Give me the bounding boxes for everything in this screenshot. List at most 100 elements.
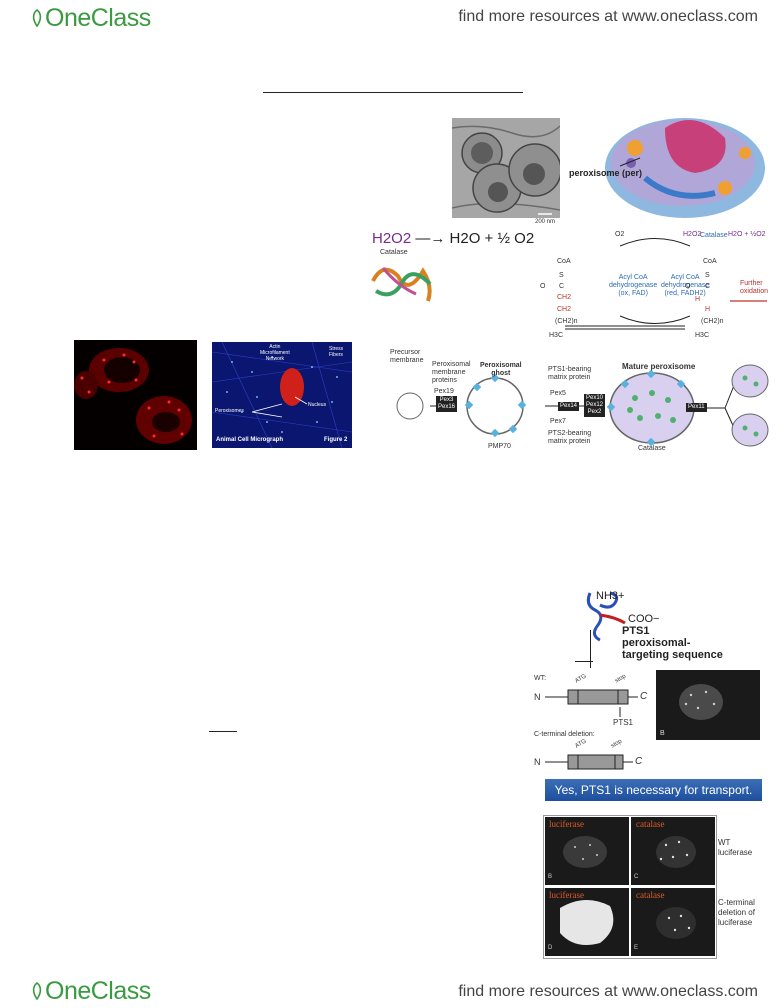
catalase-structure <box>368 256 438 306</box>
wt-stop: stop <box>614 673 628 685</box>
wt-panel-letter: B <box>660 730 665 737</box>
del-luc-line3: luciferase <box>718 918 753 927</box>
s-left: S <box>559 272 564 279</box>
panel-letter-b: B <box>548 874 553 880</box>
pts2-label: PTS2-bearing matrix protein <box>548 430 591 446</box>
panel-wt-catalase <box>631 817 715 885</box>
panel-del-catalase-shape <box>656 907 696 939</box>
pex16-label: Pex16 <box>438 404 456 410</box>
pts2-line1: PTS2-bearing <box>548 430 592 437</box>
panel-del-luciferase-shape <box>560 899 614 946</box>
luciferase-panels: luciferase catalase luciferase catalase … <box>543 815 717 959</box>
fluorescence-image <box>74 340 197 450</box>
del-c: C <box>635 756 643 767</box>
panel-wt-catalase-shape <box>656 836 696 868</box>
pts1-line2: matrix protein <box>548 374 591 381</box>
pex11-box: Pex11 <box>686 403 707 412</box>
panel-wt-luciferase <box>545 817 629 885</box>
pts1-title-line1: PTS1 <box>622 625 650 637</box>
panel-del-luciferase <box>545 888 629 956</box>
catalase-equation: H2O2 —→ H2O + ½ O2 <box>372 230 534 247</box>
enzyme-ox-label: Acyl CoA dehydrogenase (ox, FAD) <box>609 274 657 298</box>
pex19-label: Pex19 <box>434 388 454 395</box>
stress-line1: Stress <box>329 346 344 352</box>
catalase-products: H2O + ½O2 <box>728 231 766 238</box>
actin-line1: Actin <box>269 344 281 350</box>
coo-label: COO− <box>628 613 660 625</box>
fluorescence-cells <box>74 340 197 450</box>
oxidation-diagram: O2 H2O2 Catalase H2O + ½O2 Acyl CoA dehy… <box>535 226 775 356</box>
c-right: C <box>705 283 711 290</box>
precursor-line2: membrane <box>390 357 424 364</box>
catalase-label: Catalase <box>700 232 728 239</box>
h2o2-label: H2O2 <box>683 231 702 238</box>
footer-resources-link[interactable]: find more resources at www.oneclass.com <box>458 983 758 1000</box>
pex2-label: Pex2 <box>587 409 602 415</box>
pex10-label: Pex10 <box>586 395 604 401</box>
wt-fluorescence-shape <box>679 684 723 720</box>
wt-n: N <box>534 692 541 702</box>
enzyme-ox-line2: dehydrogenase <box>609 282 658 289</box>
enzyme-ox-line1: Acyl CoA <box>618 274 648 281</box>
wt-luc-line2: luciferase <box>718 848 753 857</box>
c-left: C <box>559 283 565 290</box>
ghost-line2: ghost <box>491 370 511 377</box>
precursor-line1: Precursor <box>390 349 421 356</box>
micrograph-caption: Animal Cell Micrograph <box>216 437 284 443</box>
actin-label: Actin Microfilament Network <box>260 344 290 362</box>
del-luc-line2: deletion of <box>718 908 755 917</box>
mp-line1: Peroxisomal <box>432 361 471 368</box>
nucleus-label: Nucleus <box>308 402 327 408</box>
oneclass-leaf-icon <box>32 9 42 27</box>
pex5-label: Pex5 <box>550 390 566 397</box>
pts1-label: PTS1-bearing matrix protein <box>548 366 591 382</box>
enzyme-ox-line3: (ox, FAD) <box>618 290 648 297</box>
oneclass-leaf-icon <box>32 982 42 1000</box>
header-resources-link[interactable]: find more resources at www.oneclass.com <box>458 8 758 25</box>
wt-luciferase-label: WT luciferase <box>718 838 752 858</box>
cell-illustration: peroxisome (per) <box>565 108 770 223</box>
enzyme-red-line1: Acyl CoA <box>670 274 700 281</box>
o-left: O <box>540 283 546 290</box>
further-line1: Further <box>740 280 763 287</box>
catalase-caption: Catalase <box>380 249 408 256</box>
wt-fluorescence-image: B <box>656 670 760 740</box>
em-micrograph <box>452 118 560 218</box>
peroxisomes-label: Peroxisomes <box>215 408 244 414</box>
pex14-box: Pex14 <box>558 402 580 411</box>
luciferase-label-top: luciferase <box>549 819 584 829</box>
del-atg: ATG <box>574 738 588 750</box>
pex3-16-box: Pex3 Pex16 <box>436 396 458 412</box>
deletion-label: C-terminal deletion: <box>534 731 595 738</box>
pts1-structure: NH3+ COO− PTS1 peroxisomal- targeting se… <box>580 585 740 675</box>
coa-left: CoA <box>557 258 571 265</box>
s-right: S <box>705 272 710 279</box>
further-oxidation-label: Further oxidation <box>740 280 768 296</box>
panel-letter-e: E <box>634 945 639 951</box>
pex3-label: Pex3 <box>439 397 454 403</box>
pts1-title-line2: peroxisomal- <box>622 637 691 649</box>
wt-construct-shape <box>545 689 638 717</box>
ch2-left-2: CH2 <box>557 306 572 313</box>
pex7-label: Pex7 <box>550 418 566 425</box>
del-n: N <box>534 757 541 767</box>
brand-name: OneClass <box>45 3 151 32</box>
pts1-title: PTS1 peroxisomal- targeting sequence <box>622 625 723 661</box>
deletion-construct: N C ATG stop <box>533 738 663 775</box>
panel-letter-d: D <box>548 945 553 951</box>
ghost-line1: Peroxisomal <box>480 362 522 369</box>
equation-products: H2O + ½ O2 <box>449 230 535 247</box>
actin-line2: Microfilament <box>260 350 290 356</box>
header-logo[interactable]: OneClass <box>30 4 151 32</box>
animal-cell-micrograph: Actin Microfilament Network Stress Fiber… <box>212 342 352 448</box>
biogenesis-diagram: Precursor membrane Peroxisomal membrane … <box>390 348 772 453</box>
wt-atg: ATG <box>574 673 588 685</box>
pts1-line1: PTS1-bearing <box>548 366 592 373</box>
pts1-connector <box>590 630 591 668</box>
footer-logo[interactable]: OneClass <box>30 977 151 1005</box>
protein-coil-icon <box>586 591 626 642</box>
mp-line2: membrane <box>432 369 466 376</box>
peroxisome-label: peroxisome (per) <box>569 168 643 178</box>
oxidation-arrows <box>565 238 767 330</box>
membrane-proteins-label: Peroxisomal membrane proteins <box>432 361 471 385</box>
